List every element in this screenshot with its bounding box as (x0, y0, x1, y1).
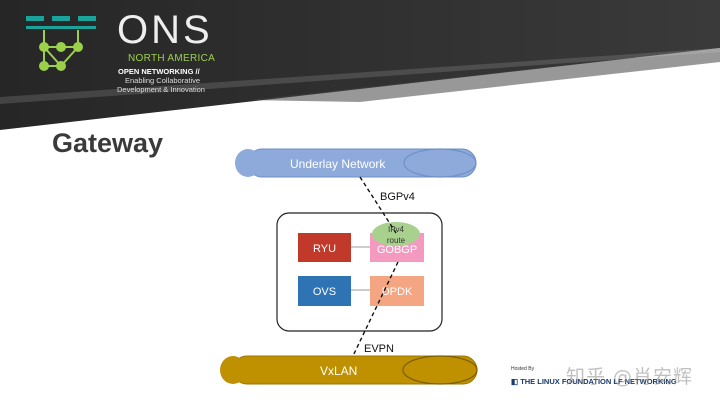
ons-logo-icon (26, 16, 96, 71)
sponsor-logos: ◧ THE LINUX FOUNDATION LF NETWORKING (511, 377, 677, 386)
lf-networking-label: LF NETWORKING (613, 377, 677, 386)
watermark: 知乎 @肖安辉 (566, 366, 694, 388)
ovs-label: OVS (313, 286, 336, 298)
slide-title: Gateway (52, 128, 164, 158)
vxlan-cylinder: VxLAN (220, 355, 478, 385)
ipv4-route-bubble (372, 222, 420, 246)
logo-tagline-3: Development & Innovation (117, 85, 205, 94)
ryu-label: RYU (313, 243, 336, 255)
ipv4-route-line-1: IPv4 (388, 225, 405, 234)
logo-tagline-1: OPEN NETWORKING // (118, 67, 200, 76)
banner-stripe (250, 48, 720, 102)
underlay-label: Underlay Network (290, 157, 386, 171)
hosted-by-label: Hosted By (511, 366, 535, 372)
underlay-network-cylinder: Underlay Network (235, 148, 477, 178)
vxlan-label: VxLAN (320, 364, 357, 378)
banner-dark-shape (0, 0, 720, 130)
ryu-box (298, 233, 351, 262)
dpdk-label: DPDK (382, 286, 413, 298)
logo-tagline-2: Enabling Collaborative (125, 76, 201, 85)
linux-foundation-icon: ◧ (511, 377, 519, 386)
ovs-box (298, 276, 351, 306)
banner-highlight (0, 48, 720, 104)
logo-region: NORTH AMERICA (128, 53, 216, 64)
evpn-label: EVPN (364, 343, 394, 355)
bgp-label: BGPv4 (380, 191, 415, 203)
gobgp-label: GOBGP (377, 244, 417, 256)
evpn-dashed-link (351, 261, 399, 359)
logo-name: ONS (117, 8, 213, 52)
linux-foundation-label: THE LINUX FOUNDATION (520, 377, 612, 386)
ipv4-route-line-2: route (387, 236, 406, 245)
header-banner (0, 0, 720, 130)
